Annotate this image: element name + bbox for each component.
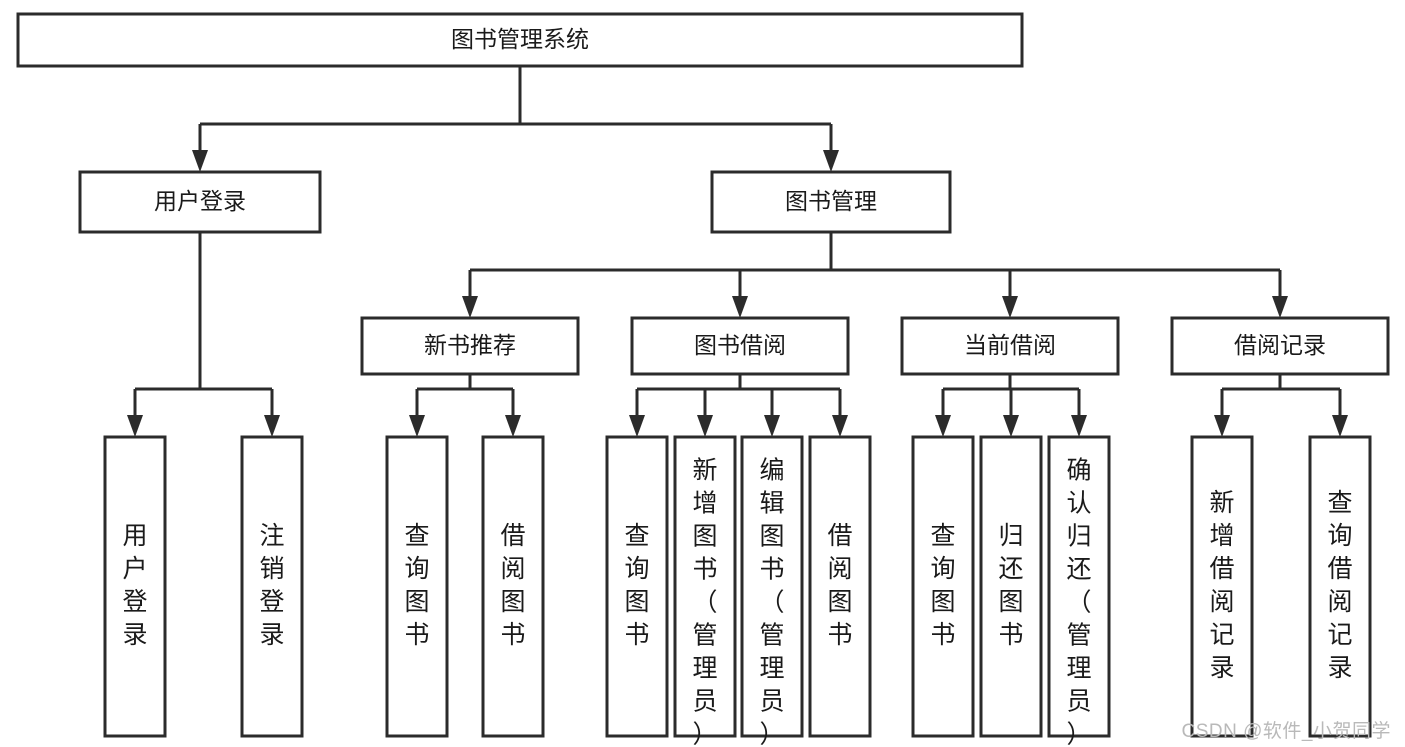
connector-n-login xyxy=(127,232,280,437)
node-box[interactable] xyxy=(16,12,1024,68)
arrow-head-icon xyxy=(764,415,780,437)
node-box[interactable] xyxy=(808,435,872,738)
arrow-head-icon xyxy=(462,296,478,318)
node-box[interactable] xyxy=(1308,435,1372,738)
node-l-user-logout[interactable]: 注销登录 xyxy=(240,435,304,738)
arrow-head-icon xyxy=(264,415,280,437)
node-box[interactable] xyxy=(240,435,304,738)
node-n-login[interactable]: 用户登录 xyxy=(78,170,322,234)
node-label: 用户登录 xyxy=(154,188,246,214)
node-label: 归还图书 xyxy=(998,522,1023,649)
node-label: 借阅记录 xyxy=(1234,332,1326,358)
arrow-head-icon xyxy=(192,150,208,172)
node-label: 注销登录 xyxy=(259,522,284,649)
connector-root xyxy=(192,66,839,172)
arrow-head-icon xyxy=(1272,296,1288,318)
node-l-nb-query[interactable]: 查询图书 xyxy=(385,435,449,738)
node-box[interactable] xyxy=(740,435,804,738)
node-label: 图书借阅 xyxy=(694,332,786,358)
node-label: 新书推荐 xyxy=(424,332,516,358)
node-root[interactable]: 图书管理系统 xyxy=(16,12,1024,68)
node-box[interactable] xyxy=(481,435,545,738)
node-box[interactable] xyxy=(1190,435,1254,738)
arrow-head-icon xyxy=(127,415,143,437)
node-box[interactable] xyxy=(360,316,580,376)
node-label: 新增图书（管理员） xyxy=(692,456,717,747)
node-box[interactable] xyxy=(103,435,167,738)
node-box[interactable] xyxy=(673,435,737,738)
arrow-head-icon xyxy=(629,415,645,437)
node-label: 查询图书 xyxy=(404,522,429,649)
node-l-user-login[interactable]: 用户登录 xyxy=(103,435,167,738)
node-n-newbook[interactable]: 新书推荐 xyxy=(360,316,580,376)
node-label: 确认归还（管理员） xyxy=(1066,456,1091,747)
node-l-cu-confirm[interactable]: 确认归还（管理员） xyxy=(1047,435,1111,747)
node-l-nb-borrow[interactable]: 借阅图书 xyxy=(481,435,545,738)
node-label: 查询借阅记录 xyxy=(1327,489,1352,682)
node-layer: 图书管理系统用户登录图书管理新书推荐图书借阅当前借阅借阅记录用户登录注销登录查询… xyxy=(16,12,1390,747)
connector-n-newbook xyxy=(409,374,521,437)
node-label: 图书管理系统 xyxy=(451,26,589,52)
node-label: 借阅图书 xyxy=(827,522,852,649)
arrow-head-icon xyxy=(1002,296,1018,318)
arrow-head-icon xyxy=(697,415,713,437)
node-box[interactable] xyxy=(979,435,1043,738)
node-label: 用户登录 xyxy=(122,522,147,649)
node-l-cu-return[interactable]: 归还图书 xyxy=(979,435,1043,738)
arrow-head-icon xyxy=(1003,415,1019,437)
node-label: 查询图书 xyxy=(930,522,955,649)
arrow-head-icon xyxy=(1214,415,1230,437)
node-box[interactable] xyxy=(911,435,975,738)
arrow-head-icon xyxy=(823,150,839,172)
node-box[interactable] xyxy=(78,170,322,234)
node-label: 编辑图书（管理员） xyxy=(759,456,784,747)
node-label: 图书管理 xyxy=(785,188,877,214)
node-n-record[interactable]: 借阅记录 xyxy=(1170,316,1390,376)
connector-n-bookmgr xyxy=(462,232,1288,318)
connector-n-record xyxy=(1214,374,1348,437)
arrow-head-icon xyxy=(1071,415,1087,437)
node-l-cu-query[interactable]: 查询图书 xyxy=(911,435,975,738)
node-label: 借阅图书 xyxy=(500,522,525,649)
node-box[interactable] xyxy=(900,316,1120,376)
node-box[interactable] xyxy=(630,316,850,376)
arrow-head-icon xyxy=(732,296,748,318)
arrow-head-icon xyxy=(832,415,848,437)
node-label: 新增借阅记录 xyxy=(1209,489,1234,682)
watermark-label: CSDN @软件_小贺同学 xyxy=(1181,721,1391,742)
arrow-head-icon xyxy=(409,415,425,437)
node-n-borrow[interactable]: 图书借阅 xyxy=(630,316,850,376)
node-l-bo-add[interactable]: 新增图书（管理员） xyxy=(673,435,737,747)
node-box[interactable] xyxy=(710,170,952,234)
connector-n-current xyxy=(935,374,1087,437)
node-l-bo-query[interactable]: 查询图书 xyxy=(605,435,669,738)
node-label: 当前借阅 xyxy=(964,332,1056,358)
node-n-bookmgr[interactable]: 图书管理 xyxy=(710,170,952,234)
node-l-re-query[interactable]: 查询借阅记录 xyxy=(1308,435,1372,738)
node-box[interactable] xyxy=(1170,316,1390,376)
connector-layer xyxy=(127,66,1348,437)
node-l-bo-edit[interactable]: 编辑图书（管理员） xyxy=(740,435,804,747)
arrow-head-icon xyxy=(935,415,951,437)
node-n-current[interactable]: 当前借阅 xyxy=(900,316,1120,376)
node-l-re-add[interactable]: 新增借阅记录 xyxy=(1190,435,1254,738)
node-box[interactable] xyxy=(1047,435,1111,738)
node-box[interactable] xyxy=(605,435,669,738)
connector-n-borrow xyxy=(629,374,848,437)
node-l-bo-borrow[interactable]: 借阅图书 xyxy=(808,435,872,738)
node-label: 查询图书 xyxy=(624,522,649,649)
arrow-head-icon xyxy=(505,415,521,437)
arrow-head-icon xyxy=(1332,415,1348,437)
node-box[interactable] xyxy=(385,435,449,738)
